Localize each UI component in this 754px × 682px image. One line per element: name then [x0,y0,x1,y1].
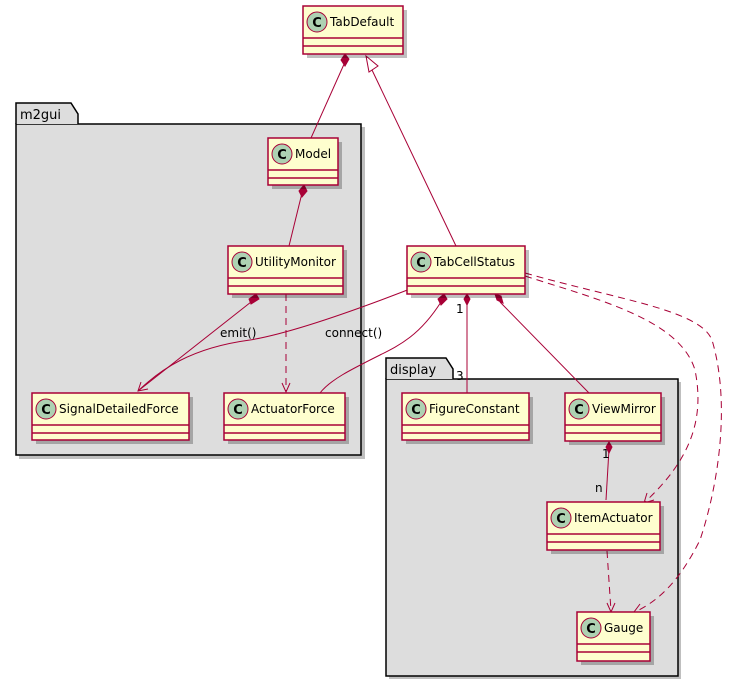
relation-utilitymonitor-signaldetailedforce [137,301,252,392]
svg-text:C: C [416,256,426,271]
class-name: FigureConstant [429,402,520,416]
svg-text:C: C [277,148,287,163]
composition-diamond-icon [605,441,613,455]
class-name: ViewMirror [592,402,656,416]
arrow-head-icon [281,382,291,394]
class-stereotype-icon: C [306,11,328,33]
relation-tabcellstatus-gauge [524,272,722,613]
relation-tabcellstatus-actuatorforce [319,301,442,394]
composition-diamond-icon [298,184,308,198]
class-viewmirror[interactable]: C ViewMirror [564,392,665,445]
multiplicity-from: 1 [602,447,610,461]
class-stereotype-icon: C [568,398,590,420]
class-figureconstant[interactable]: C FigureConstant [401,392,533,444]
class-name: TabCellStatus [433,255,515,269]
class-stereotype-icon: C [271,143,293,165]
composition-diamond-icon [340,53,350,67]
class-stereotype-icon: C [405,398,427,420]
relation-model-utilitymonitor [288,192,303,247]
class-name: Model [295,147,331,161]
class-model[interactable]: C Model [267,137,342,189]
composition-diamond-icon [494,293,504,304]
class-stereotype-icon: C [550,507,572,529]
relation-label-connect: connect() [325,326,382,340]
class-name: SignalDetailedForce [59,402,179,416]
multiplicity-to: n [595,481,603,495]
composition-diamond-icon [437,293,448,306]
svg-text:C: C [411,403,421,418]
multiplicity-to: 3 [456,369,464,383]
package-label-m2gui: m2gui [20,108,61,123]
relation-label-emit: emit() [220,326,256,340]
class-name: ItemActuator [574,511,653,525]
class-gauge[interactable]: C Gauge [576,611,654,665]
class-itemactuator[interactable]: C ItemActuator [546,501,664,554]
composition-diamond-icon [463,293,471,307]
relation-tabcellstatus-viewmirror [499,301,590,394]
svg-text:C: C [237,256,247,271]
package-label-display: display [390,363,436,378]
relation-tabcellstatus-tabdefault [371,69,457,247]
svg-text:C: C [574,403,584,418]
relation-itemactuator-gauge [606,550,612,612]
class-utilitymonitor[interactable]: C UtilityMonitor [227,245,347,298]
svg-text:C: C [233,403,243,418]
class-name: UtilityMonitor [255,255,336,269]
relation-viewmirror-itemactuator [605,448,610,501]
class-name: Gauge [604,621,643,635]
class-box [31,392,190,441]
svg-text:C: C [41,403,51,418]
class-stereotype-icon: C [231,251,253,273]
svg-text:C: C [586,622,596,637]
relation-tabcellstatus-signaldetailedforce [137,288,411,392]
class-stereotype-icon: C [580,617,602,639]
class-actuatorforce[interactable]: C ActuatorForce [223,392,349,444]
relation-tabcellstatus-itemactuator [524,275,699,503]
class-name: ActuatorForce [251,402,335,416]
class-stereotype-icon: C [35,398,57,420]
class-signaldetailedforce[interactable]: C SignalDetailedForce [31,392,193,444]
relations: emit() connect() 1 3 1 n [137,53,722,614]
inheritance-triangle-icon [365,54,379,73]
svg-text:C: C [312,16,322,31]
multiplicity-from: 1 [456,302,464,316]
relation-tabdefault-model [310,61,346,139]
composition-diamond-icon [248,293,260,305]
class-tabcellstatus[interactable]: C TabCellStatus [406,245,529,298]
class-stereotype-icon: C [227,398,249,420]
class-name: TabDefault [329,15,394,29]
class-stereotype-icon: C [410,251,432,273]
class-tabdefault[interactable]: C TabDefault [302,5,407,58]
svg-text:C: C [556,512,566,527]
